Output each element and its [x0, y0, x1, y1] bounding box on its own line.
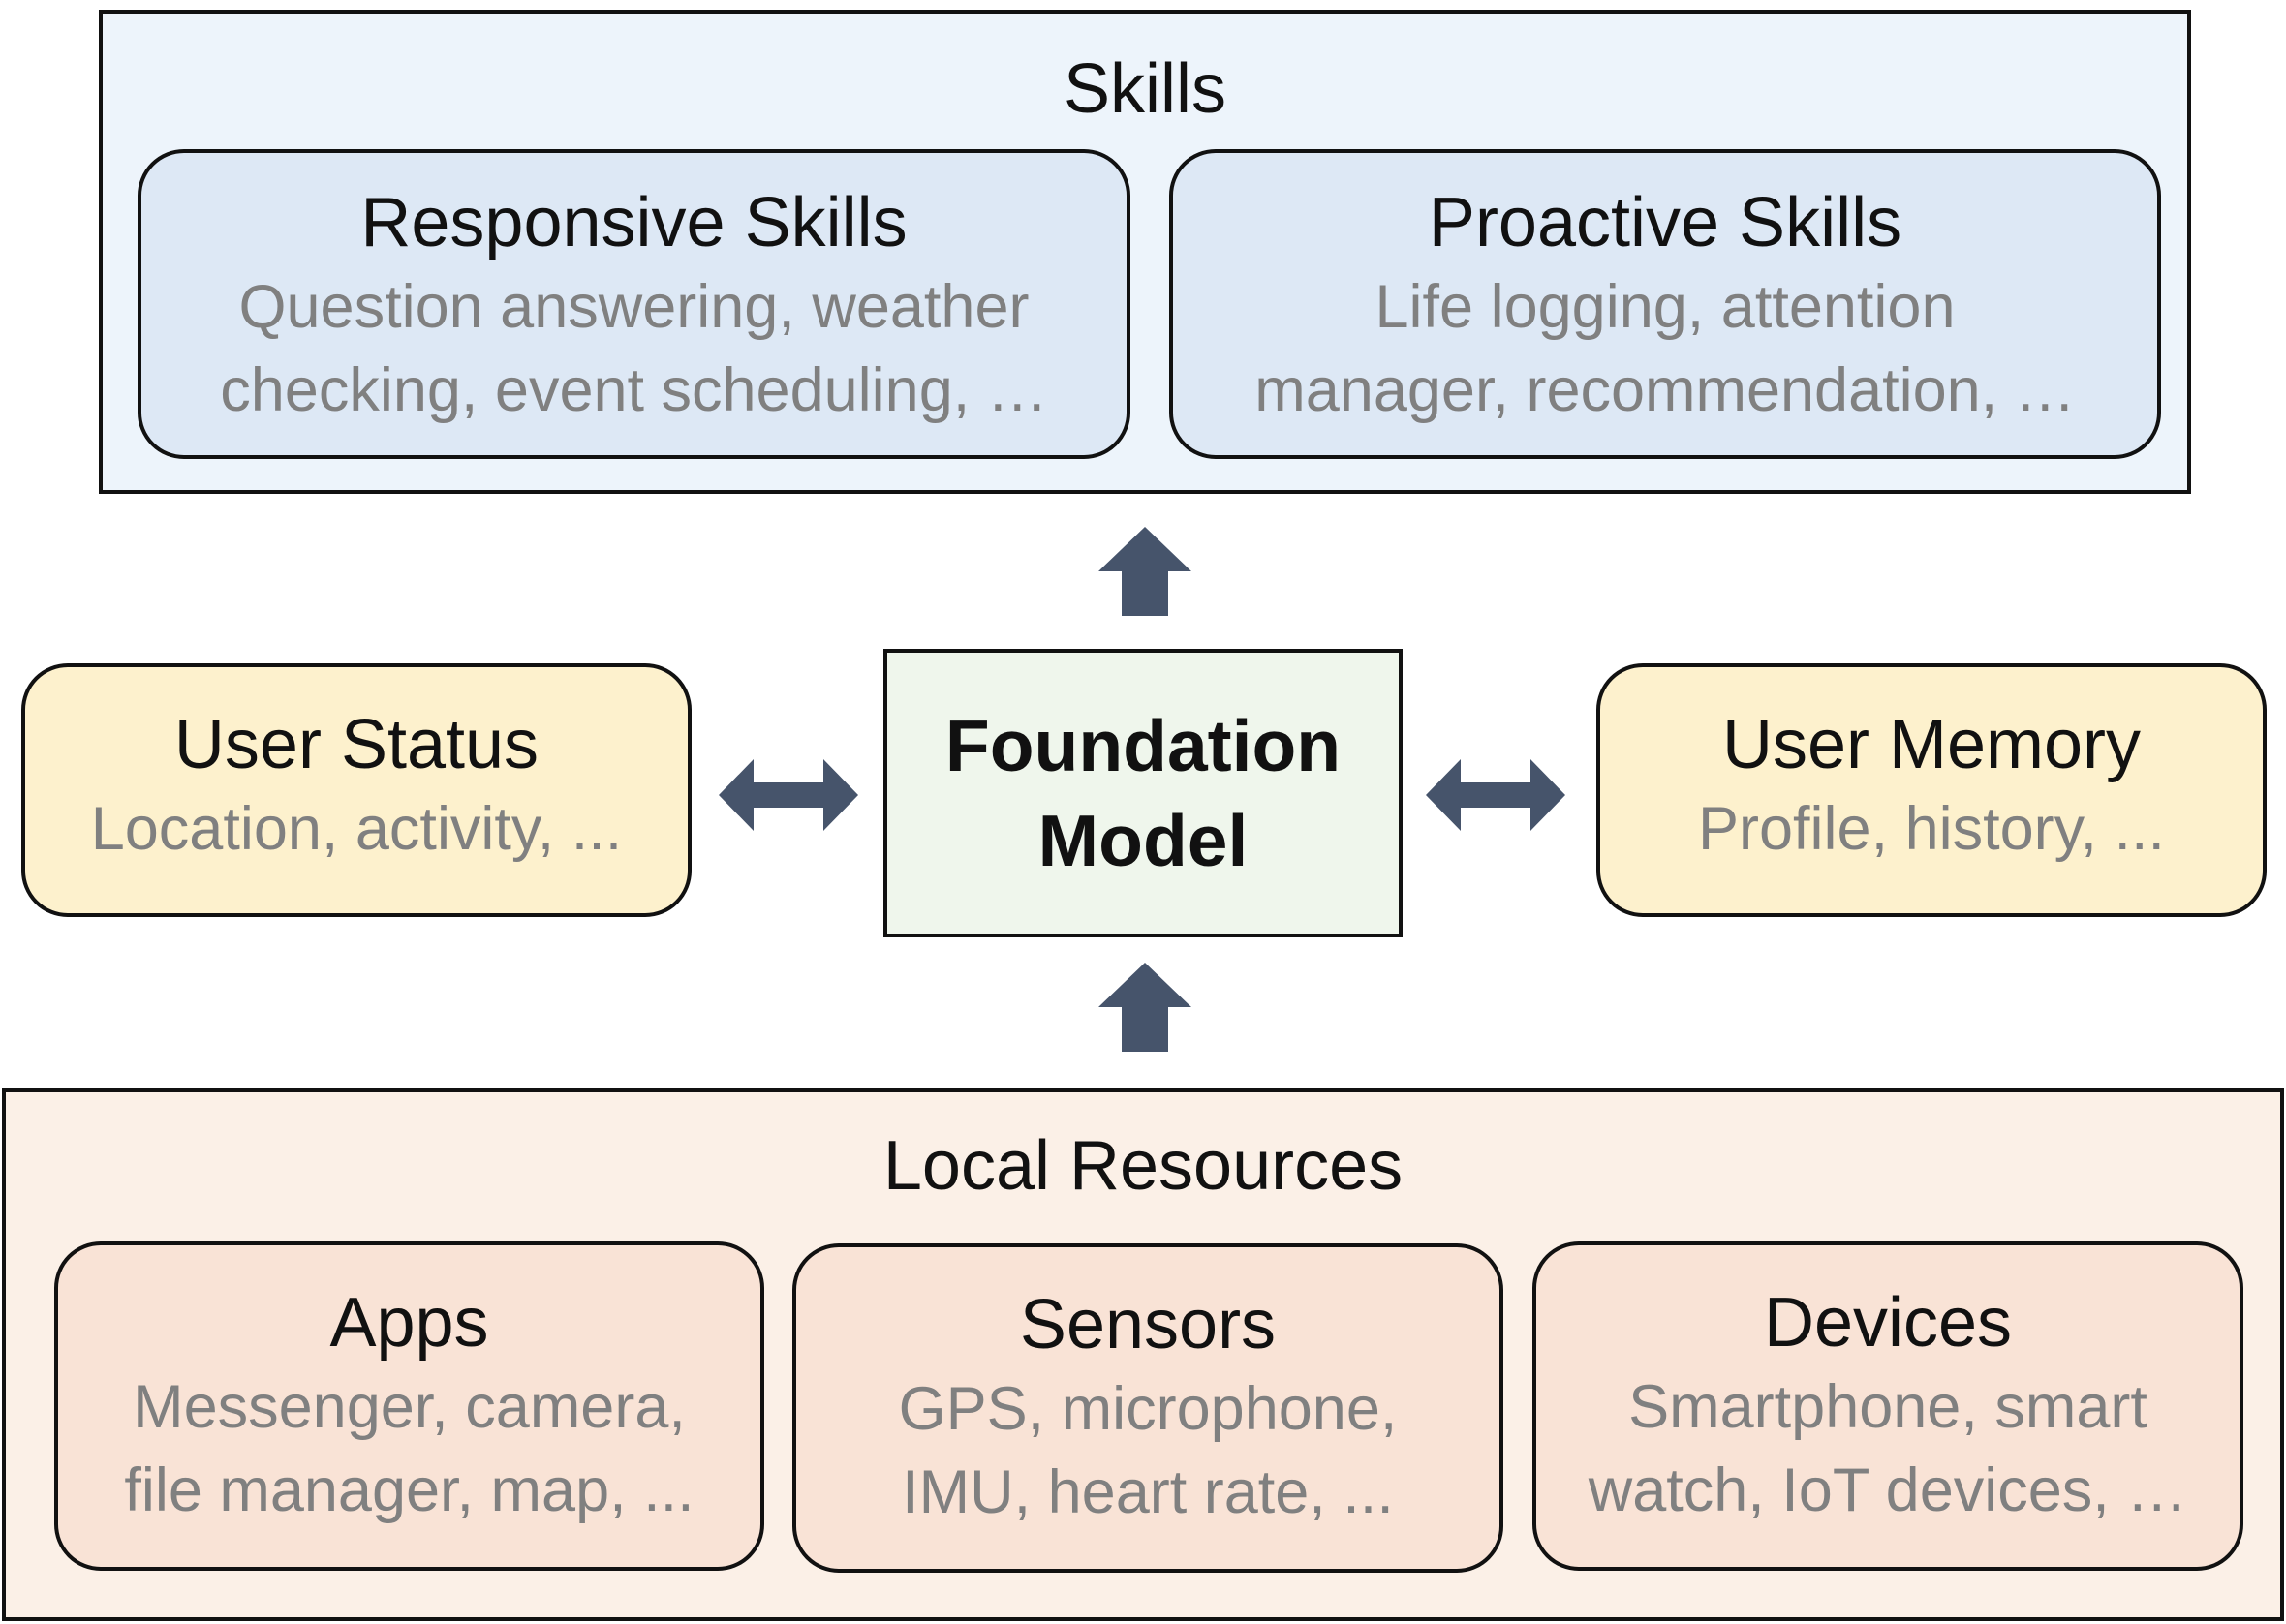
user-status-title: User Status: [173, 706, 540, 783]
proactive-skills-desc-line-2: manager, recommendation, …: [1254, 356, 2076, 424]
user-memory-description: Profile, history, ...: [1698, 795, 2165, 863]
foundation-model-title-line-2: Model: [1037, 800, 1249, 881]
foundation-model-box: Foundation Model: [883, 649, 1403, 937]
responsive-skills-desc-line-2: checking, event scheduling, …: [220, 356, 1048, 424]
apps-card: Apps Messenger, camera, file manager, ma…: [54, 1241, 764, 1571]
proactive-skills-title: Proactive Skills: [1428, 184, 1902, 261]
apps-desc-line-2: file manager, map, ...: [124, 1456, 695, 1524]
devices-description: Smartphone, smart watch, IoT devices, …: [1589, 1365, 2188, 1532]
arrow-up-to-skills: [1098, 527, 1191, 616]
apps-title: Apps: [329, 1284, 489, 1362]
double-arrow-foundation-memory: [1426, 759, 1565, 831]
sensors-card: Sensors GPS, microphone, IMU, heart rate…: [792, 1243, 1503, 1573]
responsive-skills-card: Responsive Skills Question answering, we…: [138, 149, 1130, 459]
user-status-card: User Status Location, activity, ...: [21, 663, 692, 917]
proactive-skills-card: Proactive Skills Life logging, attention…: [1169, 149, 2161, 459]
responsive-skills-description: Question answering, weather checking, ev…: [220, 265, 1048, 432]
sensors-description: GPS, microphone, IMU, heart rate, ...: [899, 1367, 1398, 1534]
responsive-skills-title: Responsive Skills: [360, 184, 908, 261]
sensors-desc-line-2: IMU, heart rate, ...: [902, 1458, 1394, 1526]
user-status-description: Location, activity, ...: [90, 795, 623, 863]
skills-title: Skills: [1063, 50, 1226, 128]
apps-description: Messenger, camera, file manager, map, ..…: [124, 1365, 694, 1532]
responsive-skills-desc-line-1: Question answering, weather: [238, 273, 1030, 341]
foundation-model-title-line-1: Foundation: [944, 705, 1342, 786]
sensors-title: Sensors: [1019, 1286, 1277, 1364]
proactive-skills-desc-line-1: Life logging, attention: [1375, 273, 1956, 341]
devices-card: Devices Smartphone, smart watch, IoT dev…: [1532, 1241, 2243, 1571]
apps-desc-line-1: Messenger, camera,: [133, 1373, 686, 1441]
local-resources-title: Local Resources: [882, 1127, 1404, 1205]
devices-desc-line-1: Smartphone, smart: [1628, 1373, 2147, 1441]
devices-desc-line-2: watch, IoT devices, …: [1588, 1456, 2188, 1524]
user-memory-title: User Memory: [1721, 706, 2142, 783]
double-arrow-status-foundation: [719, 759, 858, 831]
devices-title: Devices: [1763, 1284, 2013, 1362]
arrow-up-to-foundation-model: [1098, 963, 1191, 1052]
sensors-desc-line-1: GPS, microphone,: [898, 1375, 1398, 1443]
proactive-skills-description: Life logging, attention manager, recomme…: [1254, 265, 2075, 432]
user-memory-card: User Memory Profile, history, ...: [1596, 663, 2267, 917]
